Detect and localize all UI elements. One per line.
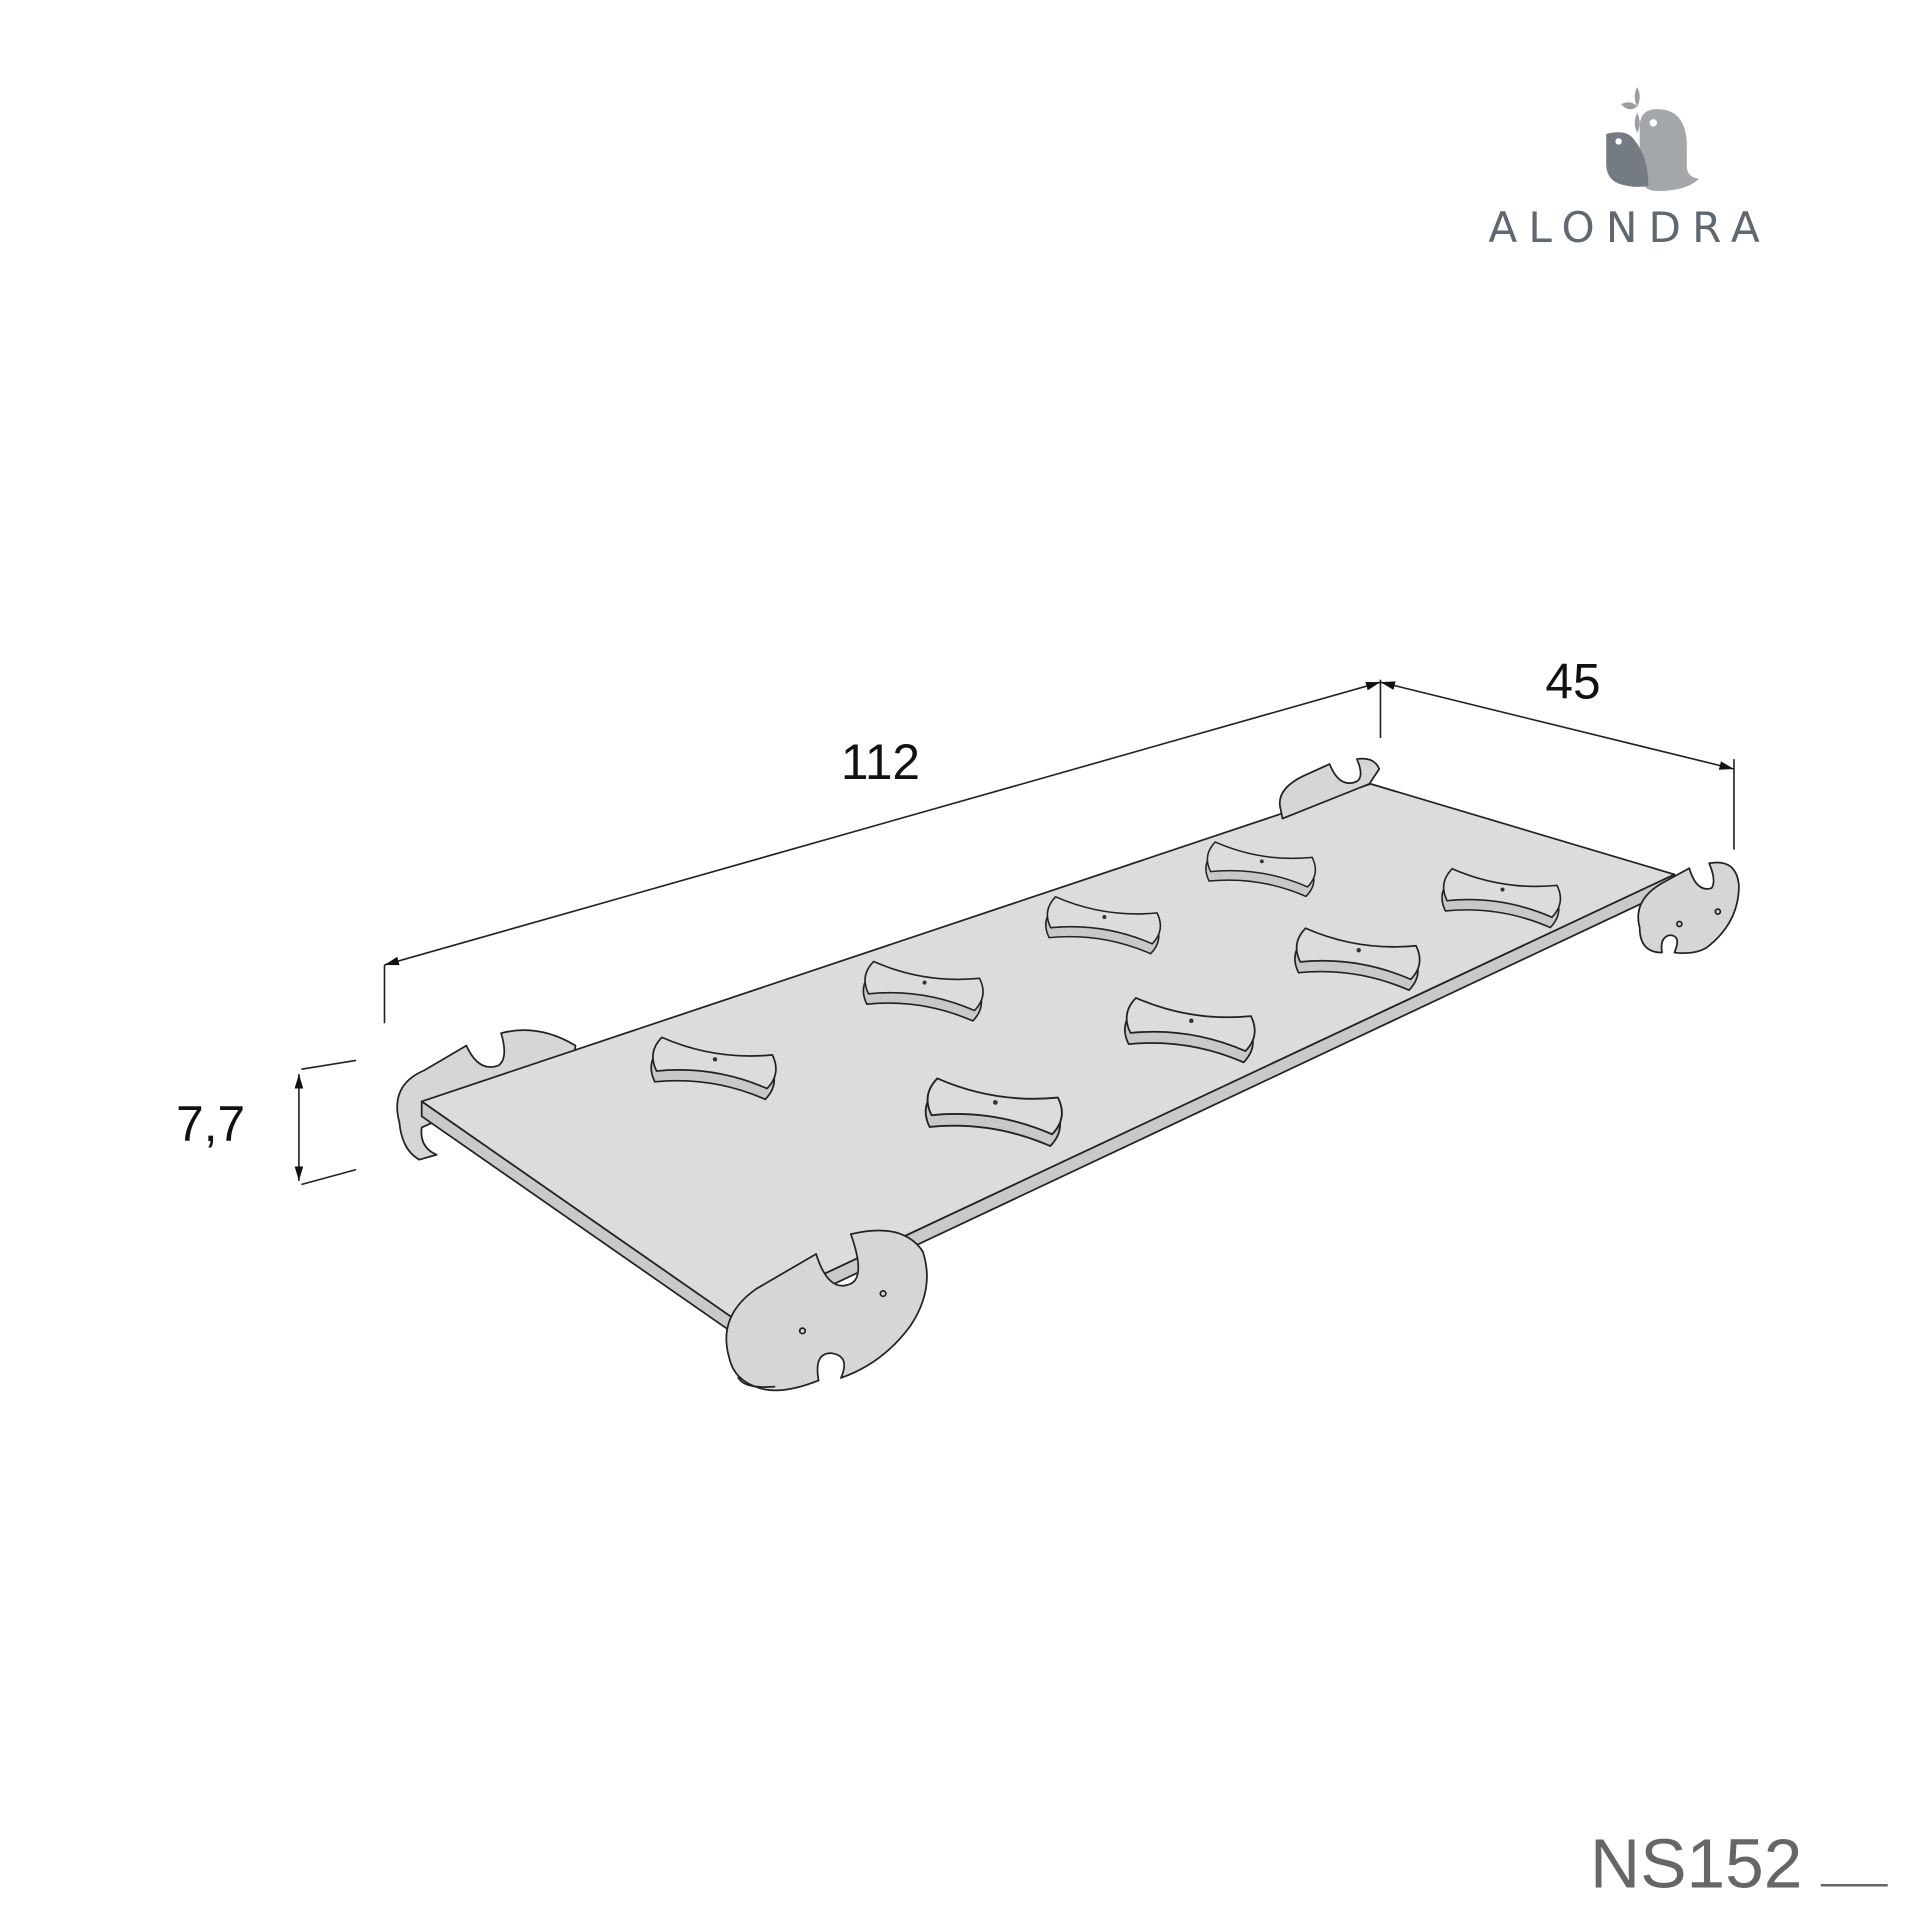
slat — [650, 1036, 777, 1101]
leg-back-right — [1278, 757, 1381, 820]
brand-logo: ALONDRA — [1488, 86, 1771, 252]
width-label: 45 — [1545, 653, 1600, 709]
mattress-base-board — [396, 757, 1740, 1392]
leg-front-right — [1637, 861, 1740, 955]
slat — [862, 960, 984, 1022]
slat — [1124, 996, 1256, 1064]
dimension-width: 45 — [1380, 653, 1735, 850]
height-label: 7,7 — [176, 1096, 245, 1152]
slat — [1045, 895, 1162, 955]
leg-front-left — [725, 1229, 928, 1392]
dimension-height: 7,7 — [176, 1059, 357, 1186]
length-label: 112 — [841, 734, 920, 790]
slat — [1205, 841, 1317, 898]
dimension-length: 112 — [383, 679, 1382, 1024]
board-top — [420, 783, 1676, 1319]
two-birds-logo-icon — [1606, 86, 1700, 192]
product-code: NS152 — [1590, 1825, 1802, 1903]
slat — [1294, 927, 1421, 992]
slats — [650, 841, 1562, 1148]
slat — [924, 1077, 1063, 1148]
slat — [1441, 867, 1562, 929]
brand-name: ALONDRA — [1488, 203, 1771, 252]
